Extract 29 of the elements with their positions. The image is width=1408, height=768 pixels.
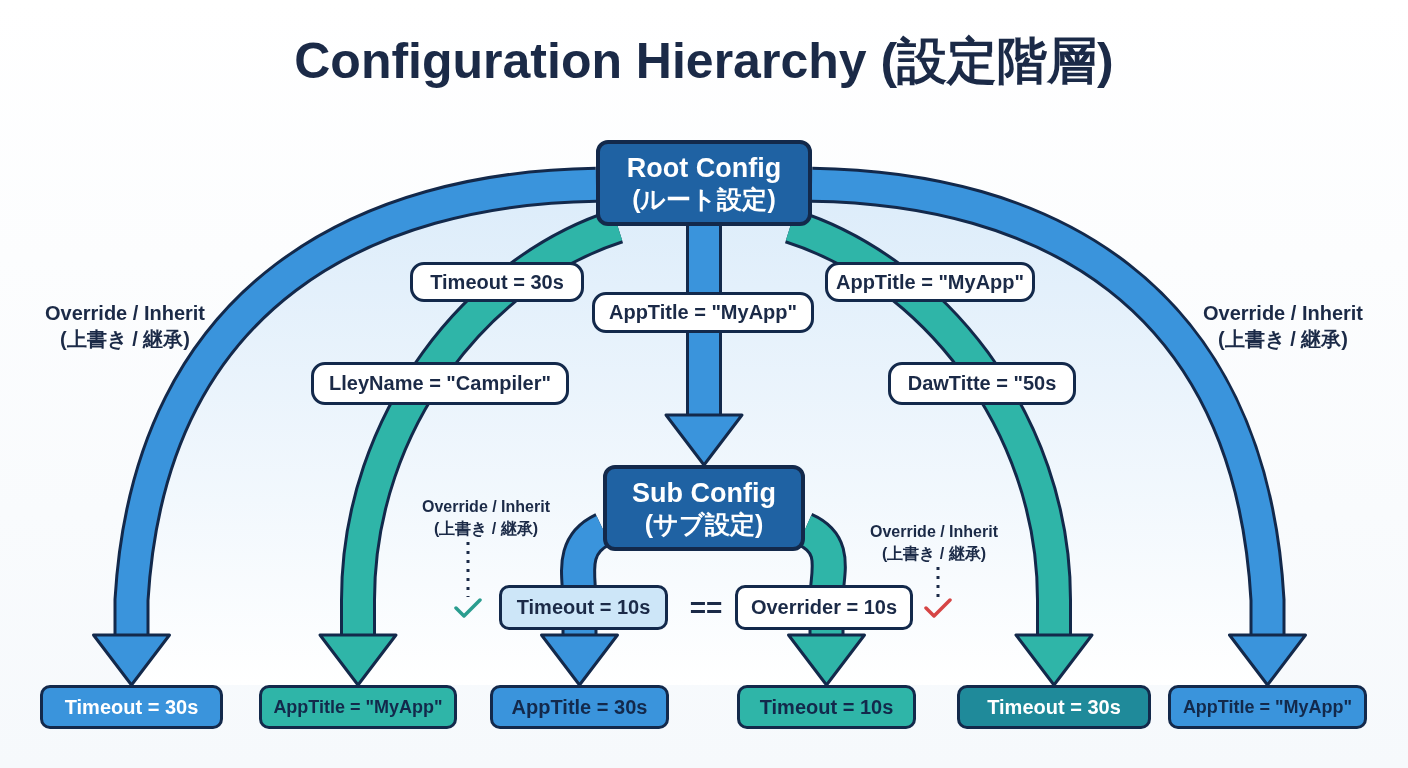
config-box bbox=[603, 465, 805, 551]
value-box: AppTitle = "MyApp" bbox=[1168, 685, 1367, 729]
leader-line bbox=[466, 542, 470, 597]
note-text: Override / Inherit (上書き / 継承) bbox=[411, 496, 561, 542]
config-box bbox=[596, 140, 812, 226]
box-subtitle: (サブ設定) bbox=[644, 509, 764, 540]
check-icon bbox=[924, 597, 952, 619]
edge-label: Timeout = 10s bbox=[499, 585, 668, 630]
value-box: AppTitle = "MyApp" bbox=[259, 685, 457, 729]
annotation-text: Override / Inherit (上書き / 継承) bbox=[1201, 301, 1365, 352]
edge-label: Overrider = 10s bbox=[735, 585, 913, 630]
value-box: Timeout = 30s bbox=[40, 685, 223, 729]
box-title: Sub Config bbox=[632, 476, 776, 510]
value-pill: DawTitte = "50s bbox=[888, 362, 1076, 405]
check-icon bbox=[454, 597, 482, 619]
edge-label: Timeout = 30s bbox=[410, 262, 584, 302]
value-box: AppTitle = 30s bbox=[490, 685, 669, 729]
box-title: Root Config bbox=[626, 151, 782, 185]
value-pill: LleyName = "Campiler" bbox=[311, 362, 569, 405]
title: Configuration Hierarchy (設定階層) bbox=[293, 32, 1115, 91]
value-box: Timeout = 30s bbox=[957, 685, 1151, 729]
annotation-text: Override / Inherit (上書き / 継承) bbox=[43, 301, 207, 352]
edge-label: AppTitle = "MyApp" bbox=[592, 292, 814, 333]
value-box: Timeout = 10s bbox=[737, 685, 916, 729]
note-text: Override / Inherit (上書き / 継承) bbox=[859, 521, 1009, 567]
edge-label: AppTitle = "MyApp" bbox=[825, 262, 1035, 302]
leader-line bbox=[936, 567, 940, 597]
box-subtitle: (ルート設定) bbox=[632, 184, 776, 215]
equals-sign: == bbox=[688, 591, 724, 625]
